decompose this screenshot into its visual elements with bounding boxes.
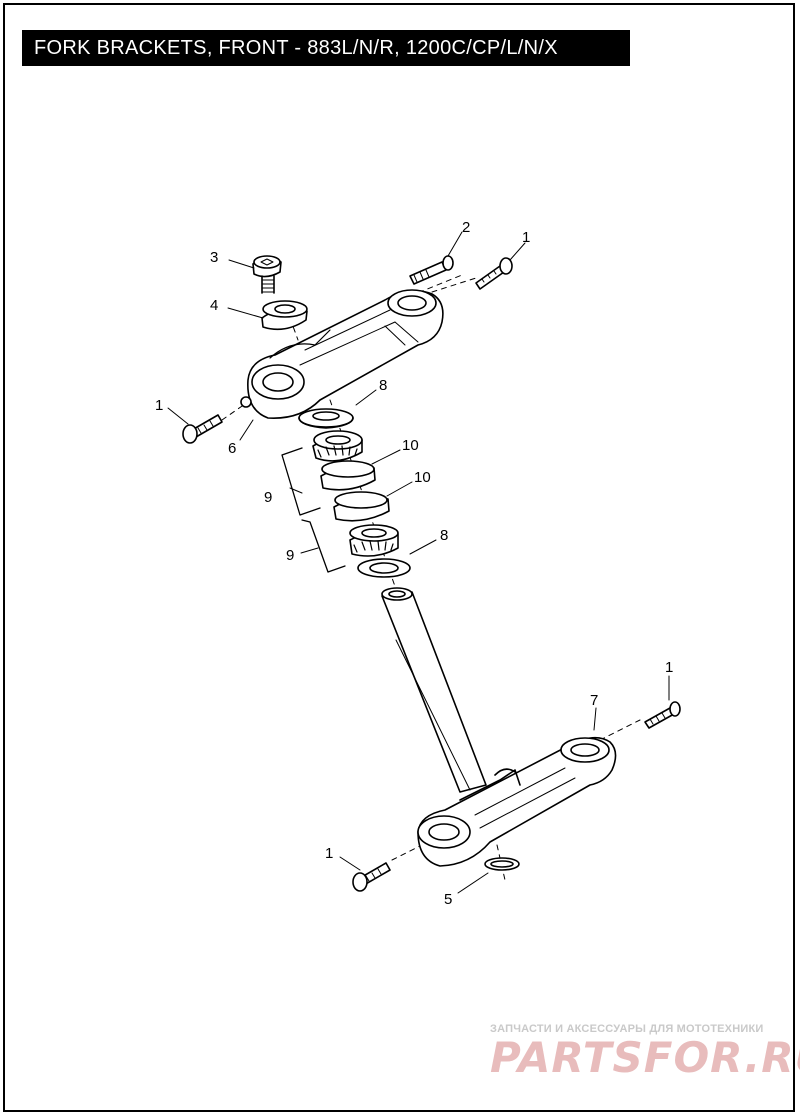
watermark-logo: PARTSFOR.RU [490,1033,800,1082]
seal-8-upper [298,408,354,429]
bolt-2 [409,255,454,285]
page-frame [3,3,795,1112]
callout-10-upper: 10 [402,437,419,454]
upper-fork-bracket-6 [240,289,444,419]
washer-4 [261,300,308,331]
callout-labels: 1 2 3 4 1 6 8 10 10 9 8 9 1 7 1 5 [155,219,673,908]
callout-1-left-lower: 1 [325,845,333,862]
steering-stem [381,587,487,793]
callout-9-upper: 9 [264,489,272,506]
callout-6: 6 [228,440,236,457]
callout-1-upper-right: 1 [522,229,530,246]
callout-8-upper: 8 [379,377,387,394]
bolt-1-left-lower [352,862,391,892]
bearing-9-lower [349,524,399,557]
seal-8-lower [357,558,411,578]
bolt-1-right-lower [644,701,681,729]
callout-3: 3 [210,249,218,266]
bolt-1-upper-right [475,257,513,290]
callout-2: 2 [462,219,470,236]
retaining-ring-5 [484,857,520,871]
callout-4: 4 [210,297,218,314]
race-10-lower [333,491,390,522]
watermark-tagline: ЗАПЧАСТИ И АКСЕССУАРЫ ДЛЯ МОТОТЕХНИКИ [490,1023,764,1035]
group-bracket-9 [281,447,346,573]
race-10-upper [320,460,376,491]
callout-10-lower: 10 [414,469,431,486]
callout-9-lower: 9 [286,547,294,564]
bolt-1-left-upper [182,414,223,444]
callout-8-lower: 8 [440,527,448,544]
callout-7: 7 [590,692,598,709]
pinch-bolt-3 [252,255,282,294]
callout-1-right-lower: 1 [665,659,673,676]
callout-5: 5 [444,891,452,908]
callout-1-left-upper: 1 [155,397,163,414]
lower-fork-bracket-7 [417,736,617,867]
leader-lines [167,231,670,894]
bearing-9-upper [312,430,363,462]
page-title: FORK BRACKETS, FRONT - 883L/N/R, 1200C/C… [22,30,630,66]
